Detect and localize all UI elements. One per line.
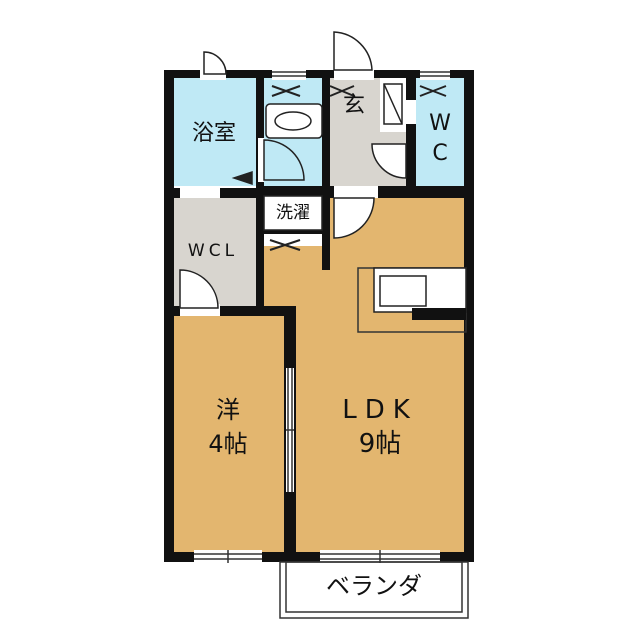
western-room-size: 4帖 xyxy=(208,430,247,458)
vent-markers xyxy=(269,85,447,251)
western-room-label: 洋 xyxy=(216,396,240,424)
toilet-label-w: W xyxy=(429,111,451,136)
laundry-label: 洗濯 xyxy=(276,203,310,223)
windows xyxy=(194,71,450,563)
balcony xyxy=(279,561,469,619)
closet-label: WCL xyxy=(188,241,238,261)
door-swings xyxy=(179,31,407,309)
toilet-label-c: C xyxy=(432,141,447,166)
fixtures xyxy=(231,83,403,231)
ldk-size: 9帖 xyxy=(359,429,402,459)
balcony-label: ベランダ xyxy=(326,572,422,600)
western-room xyxy=(172,314,284,554)
bath-label: 浴室 xyxy=(192,121,236,146)
toilet-room xyxy=(414,78,464,190)
bath-room xyxy=(172,78,258,186)
kitchen-counter xyxy=(357,267,467,333)
entrance-label: 玄 xyxy=(343,93,365,118)
ldk-label: LDK xyxy=(342,395,418,425)
